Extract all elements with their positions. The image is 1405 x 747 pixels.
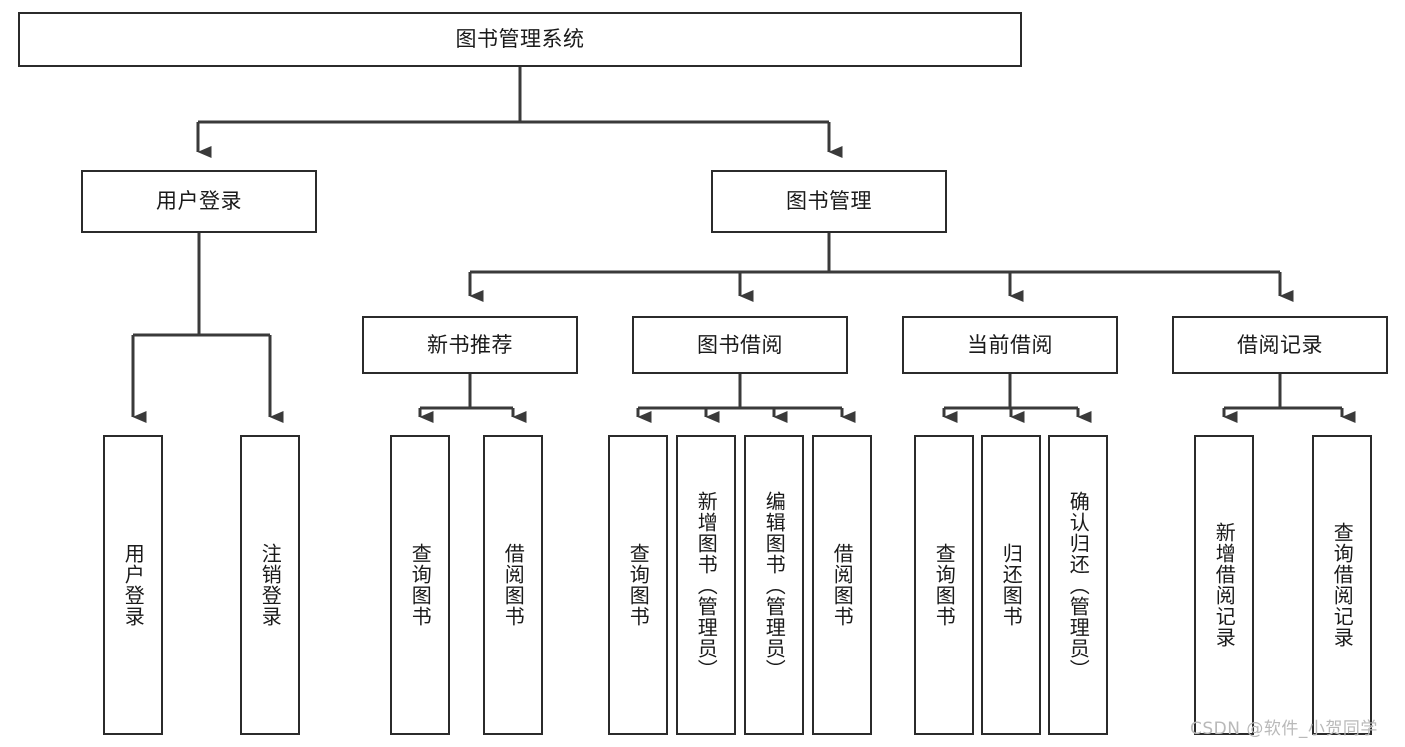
node-user-login[interactable]: 用户登录 [81,170,317,233]
node-label: 确认归还（管理员） [1066,490,1091,680]
leaf-new-book-borrow[interactable]: 借阅图书 [483,435,543,735]
node-book-management[interactable]: 图书管理 [711,170,947,233]
csdn-watermark: CSDN @软件_小贺同学 [1190,719,1378,739]
node-label: 编辑图书（管理员） [762,490,787,680]
node-label: 查询图书 [932,543,957,627]
node-book-borrow[interactable]: 图书借阅 [632,316,848,374]
node-label: 新书推荐 [427,332,513,357]
node-label: 用户登录 [121,543,146,627]
node-label: 新增借阅记录 [1212,522,1237,648]
node-label: 图书借阅 [697,332,783,357]
leaf-current-borrow-return[interactable]: 归还图书 [981,435,1041,735]
leaf-current-borrow-confirm-return[interactable]: 确认归还（管理员） [1048,435,1108,735]
node-label: 借阅图书 [501,543,526,627]
leaf-book-borrow-edit[interactable]: 编辑图书（管理员） [744,435,804,735]
node-label: 查询借阅记录 [1330,522,1355,648]
node-label: 查询图书 [408,543,433,627]
leaf-user-login-logout[interactable]: 注销登录 [240,435,300,735]
leaf-borrow-record-query[interactable]: 查询借阅记录 [1312,435,1372,735]
node-label: 当前借阅 [967,332,1053,357]
node-label: 图书管理系统 [455,27,585,52]
node-label: 查询图书 [626,543,651,627]
node-label: 归还图书 [999,543,1024,627]
node-current-borrow[interactable]: 当前借阅 [902,316,1118,374]
leaf-book-borrow-add[interactable]: 新增图书（管理员） [676,435,736,735]
leaf-new-book-query[interactable]: 查询图书 [390,435,450,735]
node-label: 注销登录 [258,543,283,627]
leaf-book-borrow-borrow[interactable]: 借阅图书 [812,435,872,735]
node-label: 借阅记录 [1237,332,1323,357]
node-new-book-recommend[interactable]: 新书推荐 [362,316,578,374]
leaf-current-borrow-query[interactable]: 查询图书 [914,435,974,735]
leaf-borrow-record-add[interactable]: 新增借阅记录 [1194,435,1254,735]
node-label: 图书管理 [786,189,872,214]
node-label: 用户登录 [156,189,242,214]
node-label: 借阅图书 [830,543,855,627]
leaf-user-login-login[interactable]: 用户登录 [103,435,163,735]
node-borrow-record[interactable]: 借阅记录 [1172,316,1388,374]
leaf-book-borrow-query[interactable]: 查询图书 [608,435,668,735]
node-book-management-system[interactable]: 图书管理系统 [18,12,1022,67]
node-label: 新增图书（管理员） [694,490,719,680]
